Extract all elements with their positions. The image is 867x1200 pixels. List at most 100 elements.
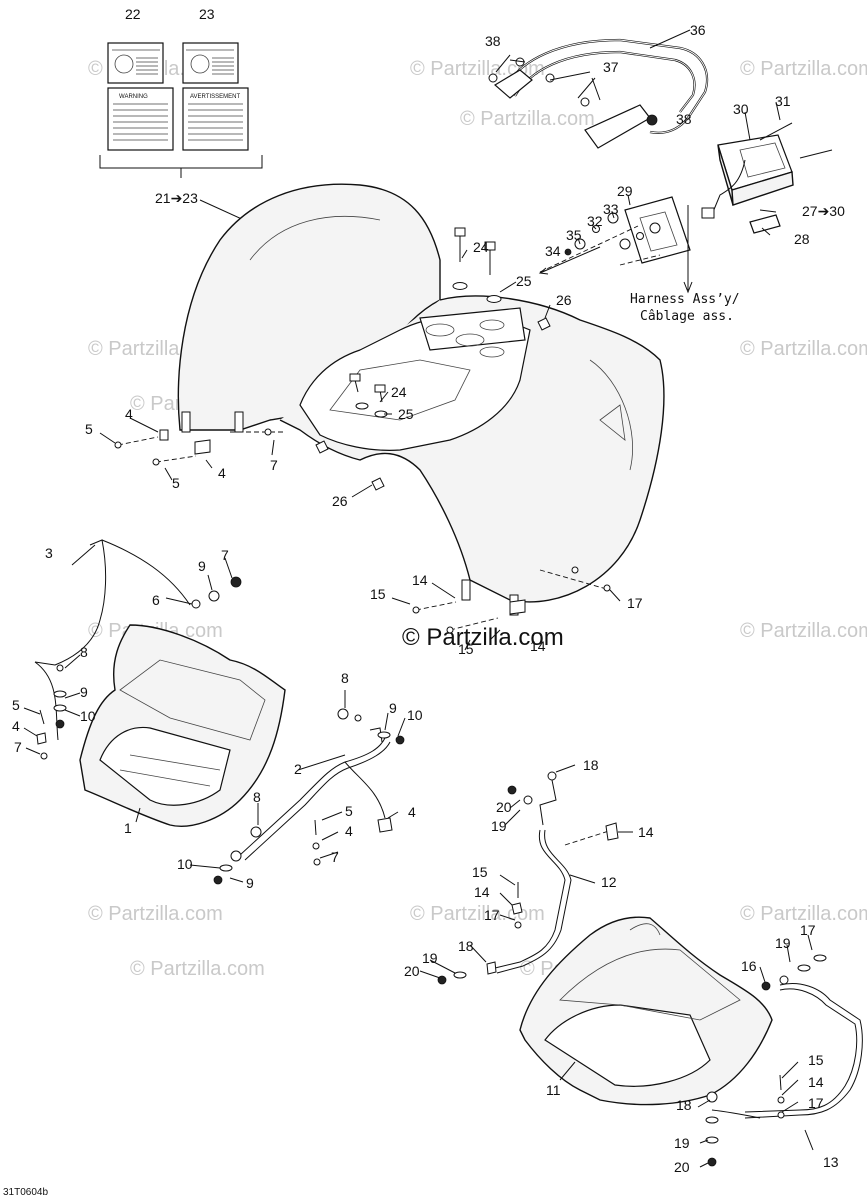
watermark-main: © Partzilla.com [402,624,564,651]
watermark: © Partzilla.com [410,58,545,80]
callout-19b: 19 [422,950,438,966]
callout-5d: 5 [345,803,353,819]
grab-bar [488,38,709,149]
callout-7d: 7 [331,849,339,865]
callout-17d: 17 [808,1095,824,1111]
callout-10c: 10 [177,856,193,872]
callout-15d: 15 [808,1052,824,1068]
watermark: © Partzilla.com [130,958,265,980]
callout-18: 18 [583,757,599,773]
callout-38b: 38 [676,111,692,127]
tail-light [538,122,833,294]
callout-27-30: 27➔30 [802,203,845,219]
callout-4c: 4 [12,718,20,734]
decal-warning-title: WARNING [119,94,148,100]
callout-26b: 26 [332,493,348,509]
callout-17b: 17 [484,907,500,923]
callout-1: 1 [124,820,132,836]
callout-15: 15 [370,586,386,602]
callout-7b: 7 [221,547,229,563]
callout-20c: 20 [674,1159,690,1175]
callout-17: 17 [627,595,643,611]
watermark: © Partzilla.com [88,903,223,925]
watermark: © Partzilla.com [740,58,867,80]
callout-7: 7 [270,457,278,473]
leader-lines [23,29,814,1168]
callout-9c: 9 [389,700,397,716]
callout-16: 16 [741,958,757,974]
callout-4d: 4 [345,823,353,839]
callout-14e: 14 [808,1074,824,1090]
callout-8: 8 [80,644,88,660]
callout-18b: 18 [458,938,474,954]
callout-33: 33 [603,201,619,217]
callout-14b: 14 [530,638,546,654]
callout-8c: 8 [253,789,261,805]
callout-23: 23 [199,6,215,22]
callout-3: 3 [45,545,53,561]
callout-20b: 20 [404,963,420,979]
callout-6: 6 [152,592,160,608]
callout-13: 13 [823,1154,839,1170]
harness-label-line2: Câblage ass. [640,309,734,324]
callout-34: 34 [545,243,561,259]
callout-4: 4 [125,406,133,422]
watermark: © Partzilla.com [410,903,545,925]
callout-5b: 5 [172,475,180,491]
callout-20: 20 [496,799,512,815]
callout-29: 29 [617,183,633,199]
callout-19c: 19 [775,935,791,951]
callout-37: 37 [603,59,619,75]
callout-24: 24 [473,239,489,255]
decal-avertissement-title: AVERTISSEMENT [190,94,240,100]
callout-18c: 18 [676,1097,692,1113]
callout-labels: 22 23 21➔23 36 38 37 38 31 30 29 33 32 3… [12,6,845,1175]
callout-10b: 10 [407,707,423,723]
callout-4b: 4 [218,465,226,481]
callout-38: 38 [485,33,501,49]
harness-label-line1: Harness Ass’y/ [630,292,740,307]
rear-fender [177,183,665,616]
callout-32: 32 [587,213,603,229]
callout-31: 31 [775,93,791,109]
callout-8b: 8 [341,670,349,686]
callout-12: 12 [601,874,617,890]
callout-4e: 4 [408,804,416,820]
middle-cable [213,708,405,885]
fender-hardware [114,227,611,634]
group-bracket [99,155,263,169]
callout-9d: 9 [246,875,254,891]
callout-14c: 14 [638,824,654,840]
callout-15c: 15 [472,864,488,880]
callout-19: 19 [491,818,507,834]
callout-26: 26 [556,292,572,308]
callout-2: 2 [294,761,302,777]
decal-set: WARNING AVERTISSEMENT [99,42,263,226]
callout-25b: 25 [398,406,414,422]
callout-14d: 14 [474,884,490,900]
watermark: © Partzilla.com [740,903,867,925]
callout-11: 11 [546,1082,561,1098]
callout-21-23: 21➔23 [155,190,198,206]
callout-9: 9 [198,558,206,574]
callout-5c: 5 [12,697,20,713]
callout-30: 30 [733,101,749,117]
diagram-code: 31T0604b [3,1187,48,1198]
callout-28: 28 [794,231,810,247]
callout-25: 25 [516,273,532,289]
watermark: © Partzilla.com [740,620,867,642]
callout-15b: 15 [458,641,474,657]
watermark: © Partzilla.com [460,108,595,130]
callout-10: 10 [80,708,96,724]
decal-22 [107,42,164,84]
watermark: © Partzilla.com [740,338,867,360]
callout-22: 22 [125,6,141,22]
callout-19d: 19 [674,1135,690,1151]
right-mudguard [437,771,863,1167]
callout-9b: 9 [80,684,88,700]
callout-36: 36 [690,22,706,38]
callout-17c: 17 [800,922,816,938]
callout-35: 35 [566,227,582,243]
callout-14: 14 [412,572,428,588]
